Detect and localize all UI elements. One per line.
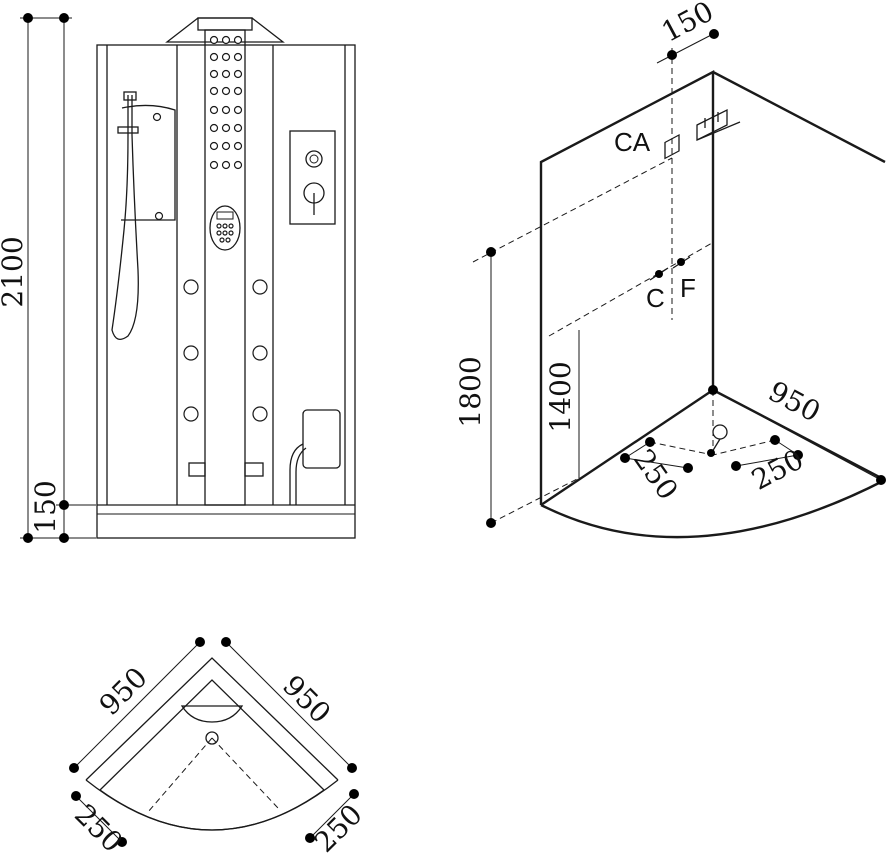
seat-box xyxy=(302,409,341,469)
label-c: C xyxy=(646,283,665,313)
isometric-view: 150 1800 1400 950 250 250 CA xyxy=(454,0,886,539)
control-display xyxy=(216,211,234,220)
dim-dot xyxy=(59,500,69,510)
dim-connection-height-label: 1800 xyxy=(454,356,487,427)
ca-socket-icon xyxy=(664,133,680,160)
iso-floor-edge-left xyxy=(540,389,714,506)
dim-dot xyxy=(23,13,33,23)
mixer-panel xyxy=(289,130,336,225)
dim-top-offset-label: 150 xyxy=(656,0,719,49)
dim-line-plan-right xyxy=(225,641,353,769)
cabin-outline xyxy=(96,44,356,539)
front-view: 2100 150 xyxy=(0,13,356,543)
diverter-knob-icon xyxy=(305,150,323,168)
foot-rest-right xyxy=(244,462,264,477)
drain-pipe xyxy=(289,443,304,505)
iso-wall-top-right xyxy=(712,70,886,164)
dim-dot xyxy=(59,533,69,543)
dim-line-top-offset xyxy=(656,31,718,64)
iso-front-arc xyxy=(540,478,886,539)
dim-line-plan-left xyxy=(73,641,201,769)
label-f: F xyxy=(680,273,696,303)
plan-view: 950 950 250 250 xyxy=(68,637,369,853)
label-ca: CA xyxy=(614,127,651,157)
dim-base-height-label: 150 xyxy=(29,480,62,533)
plan-drain-icon xyxy=(205,731,219,745)
steam-outlet-icon xyxy=(696,108,741,142)
plan-inner-walls xyxy=(99,679,325,791)
dim-dot xyxy=(59,13,69,23)
plan-left-width-label: 950 xyxy=(93,661,154,722)
rain-shower-holes xyxy=(209,35,243,170)
valve-c-icon xyxy=(649,267,669,281)
dim-total-height-label: 2100 xyxy=(0,236,29,307)
foot-rest-left xyxy=(188,462,206,477)
drain-icon xyxy=(712,424,728,440)
column-panel xyxy=(204,29,246,506)
hand-shower-icon xyxy=(111,91,176,341)
iso-dash-bottom xyxy=(490,477,580,524)
hood-top xyxy=(197,17,253,31)
body-jets xyxy=(183,279,268,422)
plan-seat xyxy=(180,705,244,723)
control-buttons xyxy=(216,223,234,243)
dim-dot xyxy=(23,533,33,543)
plan-inner-arc xyxy=(99,789,325,831)
control-panel-icon xyxy=(209,205,241,251)
dim-panel-height-label: 1400 xyxy=(544,361,577,432)
valve-f-icon xyxy=(672,256,691,269)
dim-left-offset-label: 250 xyxy=(627,443,685,506)
plan-right-offset-label: 250 xyxy=(308,798,369,853)
iso-wall-left xyxy=(539,70,715,505)
plan-outer-walls xyxy=(85,657,339,781)
iso-dash-1400 xyxy=(548,242,713,337)
iso-dash-1800 xyxy=(472,157,673,263)
plan-right-width-label: 950 xyxy=(276,669,337,730)
